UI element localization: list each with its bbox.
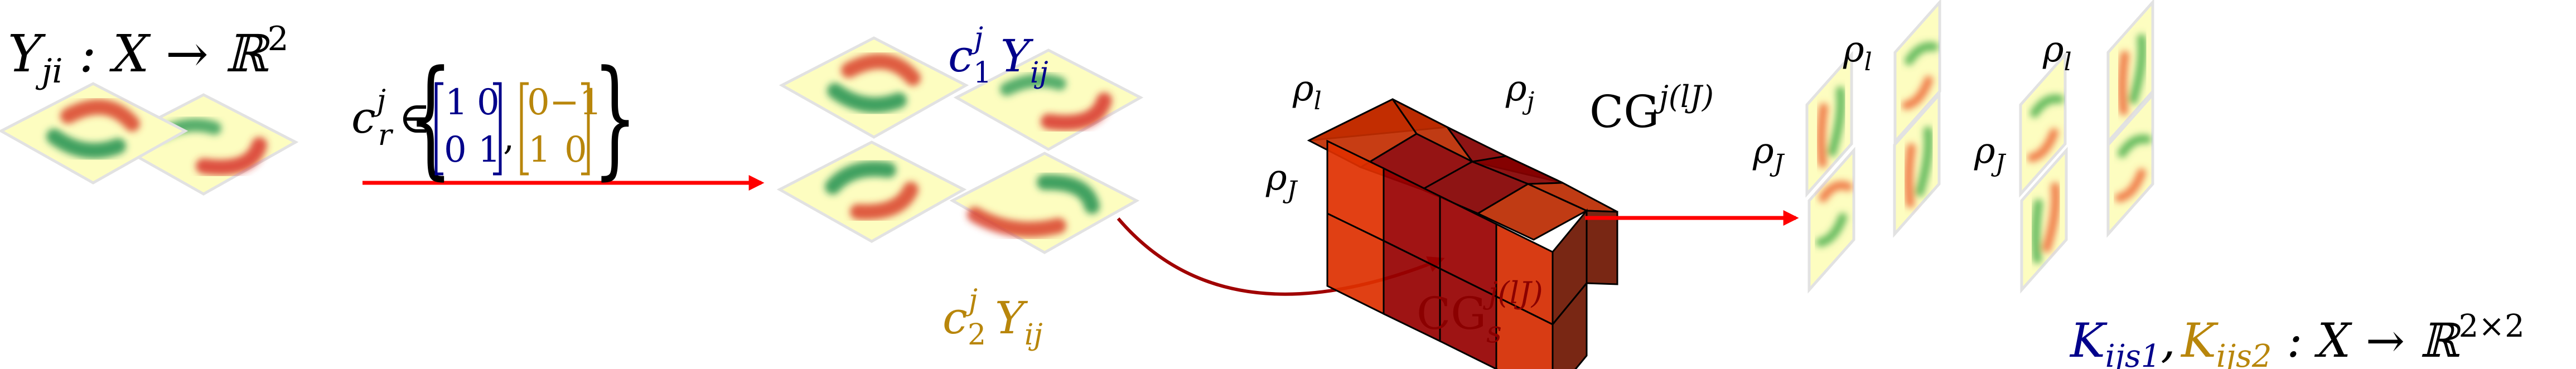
- grid2-rho-l: ρl: [2042, 29, 2072, 76]
- output-kernel-grid-2: ρl ρJ: [1974, 2, 2153, 290]
- svg-text:0: 0: [477, 82, 500, 123]
- svg-text:0: 0: [564, 129, 587, 171]
- cg-tensor: ρl ρj ρJ CGj(lJ) CGsj(lJ): [1265, 68, 1714, 369]
- set-open-brace: {: [408, 43, 453, 192]
- matrix-rotation: 0 −1 1 0: [520, 82, 602, 176]
- svg-text:cjr∈: cjr∈: [351, 84, 431, 152]
- svg-text:1: 1: [478, 129, 501, 171]
- tensor-label: CGj(lJ): [1589, 79, 1714, 138]
- matrix-identity: 1 0 0 1: [434, 82, 502, 176]
- output-kernel-grid-1: ρl ρJ: [1752, 2, 1940, 290]
- tensor-axis-l: ρl: [1292, 68, 1322, 115]
- tensor-slice-label: CGsj(lJ): [1417, 275, 1543, 349]
- grid1-rho-l: ρl: [1843, 29, 1872, 76]
- tensor-axis-J: ρJ: [1265, 157, 1298, 205]
- input-field-group: Yji : X → ℝ2: [1, 20, 296, 194]
- input-label: Yji : X → ℝ2: [8, 20, 289, 91]
- svg-text:,: ,: [503, 117, 514, 158]
- svg-text:1: 1: [445, 82, 468, 123]
- grid2-rho-J: ρJ: [1974, 130, 2007, 178]
- svg-text:0: 0: [444, 129, 467, 171]
- set-close-brace: }: [593, 43, 637, 192]
- output-kernel-label: Kijs1,Kijs2 : X → ℝ2×2: [2069, 308, 2525, 369]
- svg-text:0: 0: [527, 82, 550, 123]
- tensor-axis-j: ρj: [1505, 68, 1534, 115]
- grid1-rho-J: ρJ: [1752, 130, 1785, 178]
- svg-text:1: 1: [528, 129, 551, 171]
- svg-text:−1: −1: [549, 82, 602, 123]
